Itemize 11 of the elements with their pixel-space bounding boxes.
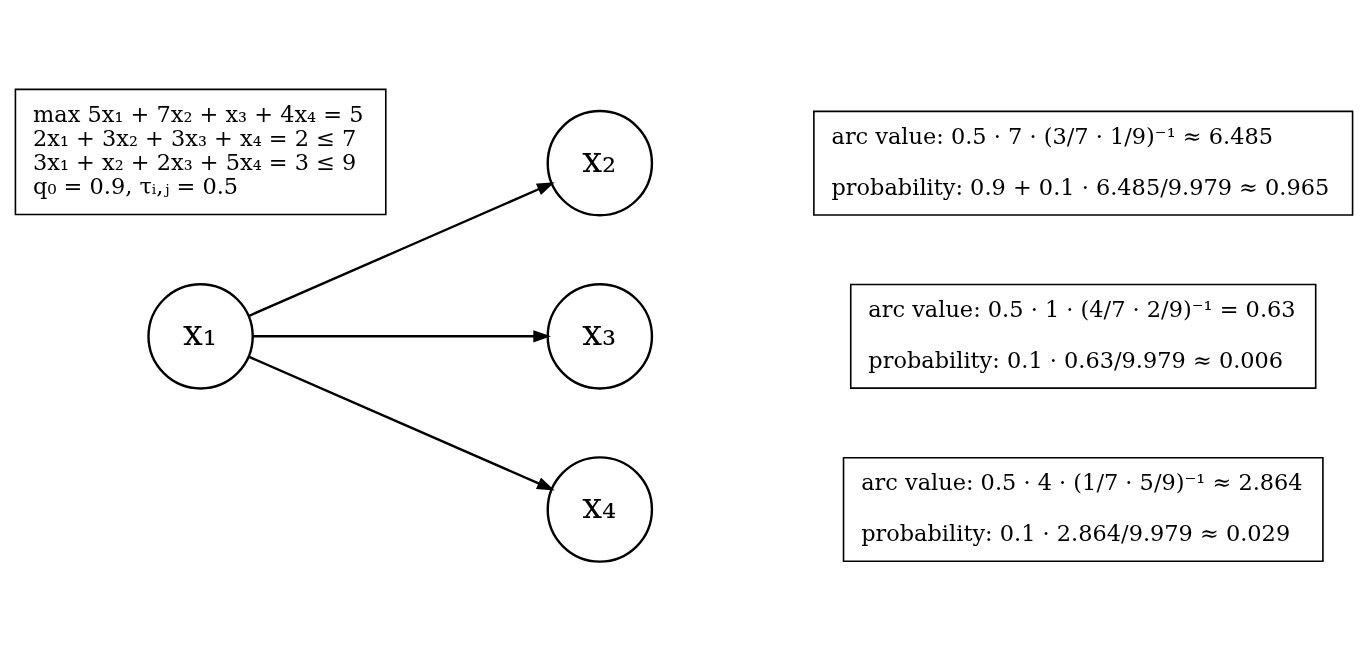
- node-circle: x₃: [546, 283, 654, 390]
- node-box: arc value: 0.5 · 7 · (3/7 · 1/9)⁻¹ ≈ 6.485 probability: 0.9 + 0.1 · 6.485/9.979 ≈ 0.965: [813, 110, 1354, 216]
- arrow: [252, 330, 551, 343]
- node-circle: x₄: [546, 456, 654, 563]
- node-circle: x₁: [147, 283, 254, 390]
- arrow: [248, 182, 555, 317]
- node-box: max 5x₁ + 7x₂ + x₃ + 4x₄ = 5 2x₁ + 3x₂ + 3x₃ + x₄ = 2 ≤ 7 3x₁ + x₂ + 2x₃ + 5x₄ = 3 ≤ 9 q₀ = 0.9, τᵢ,ⱼ = 0.5: [14, 88, 387, 216]
- arrow: [248, 355, 555, 491]
- node-circle: x₂: [546, 109, 654, 217]
- node-box: arc value: 0.5 · 4 · (1/7 · 5/9)⁻¹ ≈ 2.864 probability: 0.1 · 2.864/9.979 ≈ 0.029: [842, 456, 1324, 563]
- node-box: arc value: 0.5 · 1 · (4/7 · 2/9)⁻¹ = 0.63 probability: 0.1 · 0.63/9.979 ≈ 0.006: [849, 283, 1317, 389]
